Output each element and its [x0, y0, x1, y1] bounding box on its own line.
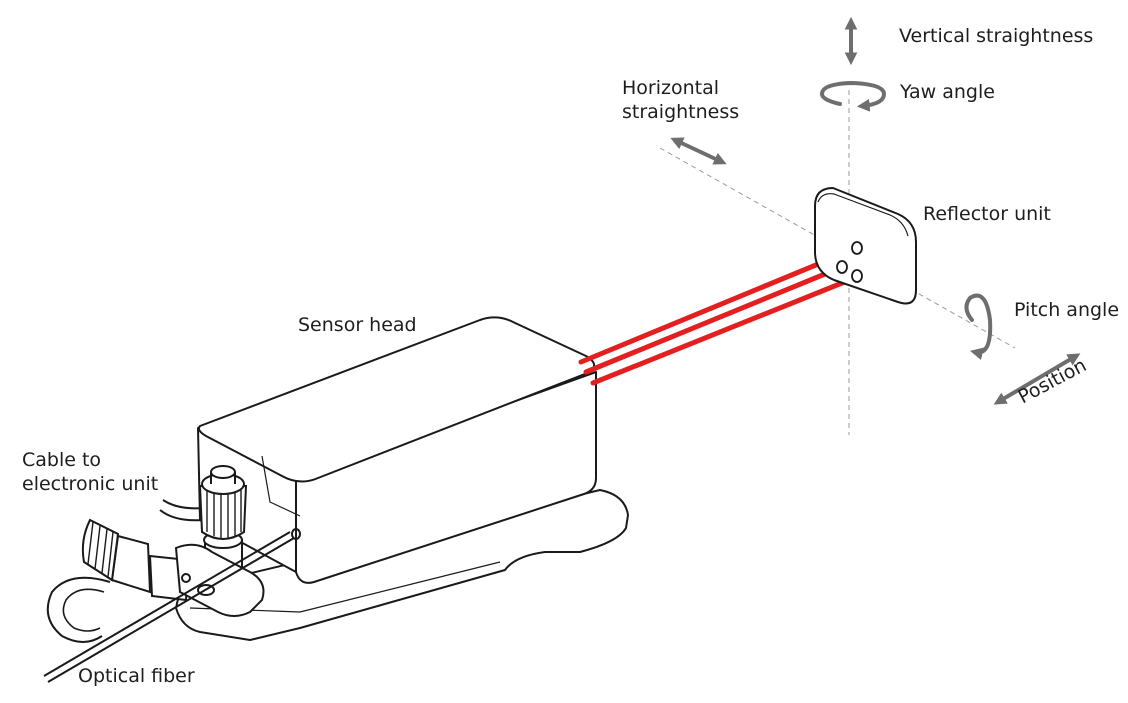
laser-beam-middle: [583, 264, 845, 375]
sensor-head-body: [197, 316, 597, 584]
label-yaw-angle: Yaw angle: [900, 81, 995, 103]
pitch-angle-arrow: [964, 293, 993, 360]
fiber-coil: [46, 576, 111, 643]
reflector-unit: [814, 187, 917, 305]
reflector-holes: [836, 241, 863, 283]
label-optical-fiber: Optical fiber: [78, 665, 195, 687]
horizontal-axis-line: [659, 147, 1016, 349]
yaw-angle-arrow: [819, 80, 887, 112]
label-vertical-straightness: Vertical straightness: [899, 25, 1094, 47]
label-pitch-angle: Pitch angle: [1014, 299, 1120, 321]
sensor-head-right-face: [295, 371, 597, 584]
laser-beam-bottom: [590, 274, 860, 386]
optical-fiber: [43, 528, 301, 683]
cable-to-electronic-unit: [159, 499, 204, 522]
label-cable-to-electronic-unit: Cable to electronic unit: [22, 449, 159, 495]
position-arrow: [993, 353, 1081, 405]
horizontal-straightness-arrow: [670, 137, 727, 165]
laser-beam-top: [578, 245, 860, 365]
label-reflector-unit: Reflector unit: [923, 203, 1051, 225]
label-horizontal-straightness: Horizontal straightness: [622, 77, 740, 123]
laser-beams: [578, 245, 860, 386]
motion-arrows: [670, 16, 1081, 405]
label-sensor-head: Sensor head: [298, 314, 417, 336]
